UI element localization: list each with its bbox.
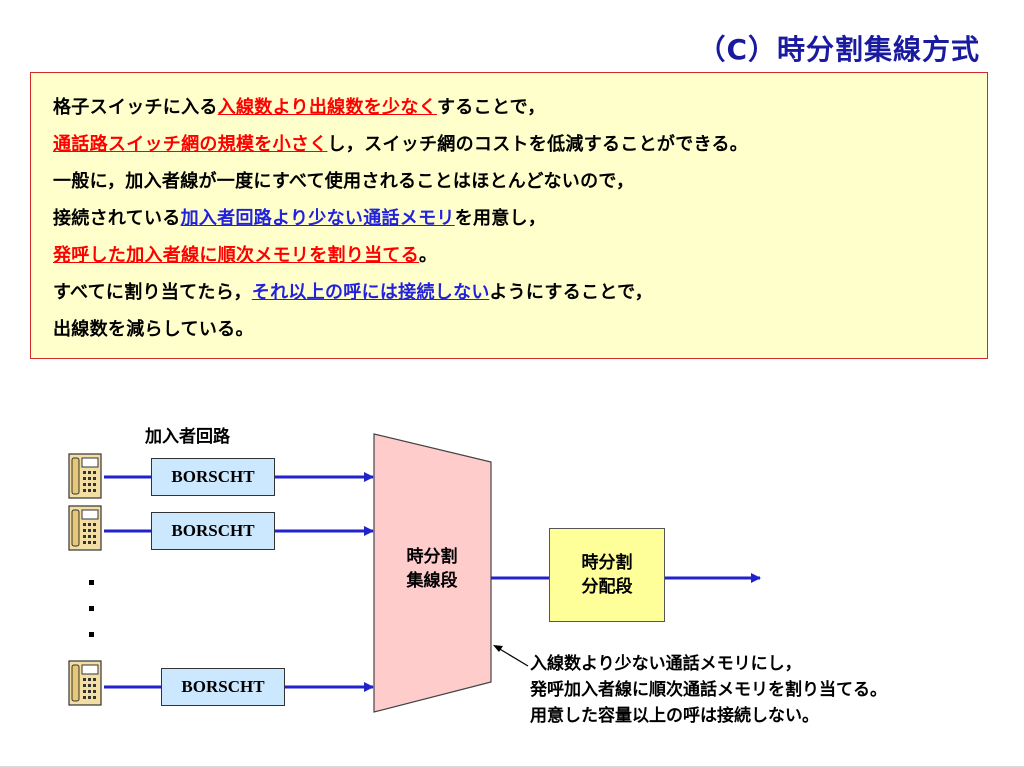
distribution-stage: 時分割 分配段 — [549, 528, 665, 622]
info-line-3: 一般に，加入者線が一度にすべて使用されることはほとんどないので， — [53, 163, 967, 200]
concentrator-label: 時分割 集線段 — [384, 545, 480, 593]
ellipsis-dot — [89, 606, 94, 611]
info-line-5: 発呼した加入者線に順次メモリを割り当てる。 — [53, 237, 967, 274]
highlight-text: 通話路スイッチ網の規模を小さく — [53, 134, 328, 155]
info-text: し，スイッチ網のコストを低減することができる。 — [327, 134, 749, 155]
callout-pointer — [497, 647, 529, 667]
highlight-text: 発呼した加入者線に順次メモリを割り当てる — [53, 245, 419, 266]
callout-text: 入線数より少ない通話メモリにし， 発呼加入者線に順次通話メモリを割り当てる。 用… — [530, 651, 887, 729]
subscriber-circuit-label: 加入者回路 — [145, 427, 230, 447]
borscht-box: BORSCHT — [151, 512, 275, 550]
distribution-label-line: 分配段 — [581, 577, 633, 597]
info-line-2: 通話路スイッチ網の規模を小さくし，スイッチ網のコストを低減することができる。 — [53, 126, 967, 163]
distribution-label: 時分割 分配段 — [582, 551, 633, 599]
callout-line: 用意した容量以上の呼は接続しない。 — [530, 706, 819, 726]
callout-pointer-head — [493, 645, 503, 652]
concentrator-label-line: 時分割 — [406, 547, 458, 567]
info-text: ようにすることで， — [489, 282, 653, 303]
info-text: 一般に，加入者線が一度にすべて使用されることはほとんどないので， — [53, 171, 635, 192]
borscht-box: BORSCHT — [161, 668, 285, 706]
borscht-box: BORSCHT — [151, 458, 275, 496]
ellipsis-dot — [89, 580, 94, 585]
info-text: すべてに割り当てたら， — [53, 282, 252, 303]
ellipsis-dot — [89, 632, 94, 637]
telephone-icon — [68, 453, 102, 499]
callout-line: 発呼加入者線に順次通話メモリを割り当てる。 — [530, 680, 887, 700]
highlight-text: 加入者回路より少ない通話メモリ — [180, 208, 455, 229]
info-text: 格子スイッチに入る — [53, 97, 218, 118]
info-text: 出線数を減らしている。 — [53, 319, 254, 340]
info-line-6: すべてに割り当てたら，それ以上の呼には接続しないようにすることで， — [53, 274, 967, 311]
info-text: 接続されている — [53, 208, 181, 229]
concentrator-stage — [373, 433, 492, 713]
info-box: 格子スイッチに入る入線数より出線数を少なくすることで， 通話路スイッチ網の規模を… — [30, 72, 988, 359]
highlight-text: 入線数より出線数を少なく — [217, 97, 437, 118]
highlight-text: それ以上の呼には接続しない — [251, 282, 490, 303]
telephone-icon — [68, 660, 102, 706]
slide-title: （C）時分割集線方式 — [697, 33, 980, 66]
distribution-label-line: 時分割 — [581, 553, 633, 573]
info-text: 。 — [419, 245, 438, 266]
concentrator-label-line: 集線段 — [406, 571, 458, 591]
info-line-1: 格子スイッチに入る入線数より出線数を少なくすることで， — [53, 89, 967, 126]
telephone-icon — [68, 505, 102, 551]
bottom-divider — [0, 766, 1024, 768]
info-line-4: 接続されている加入者回路より少ない通話メモリを用意し， — [53, 200, 967, 237]
callout-line: 入線数より少ない通話メモリにし， — [530, 654, 802, 674]
info-line-7: 出線数を減らしている。 — [53, 311, 967, 348]
info-text: を用意し， — [454, 208, 547, 229]
info-text: することで， — [436, 97, 546, 118]
